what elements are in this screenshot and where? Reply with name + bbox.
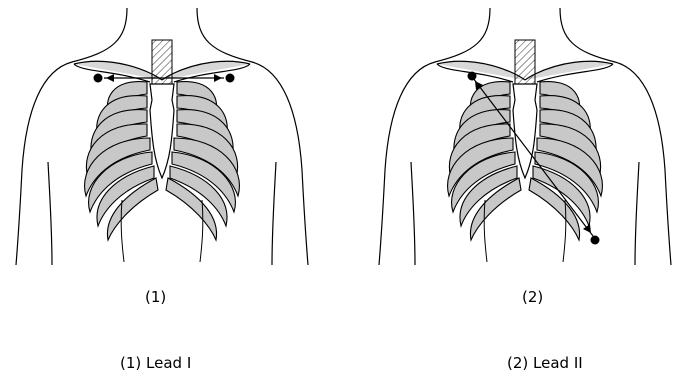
sternum — [513, 84, 537, 178]
figure-number-2: (2) — [522, 288, 543, 306]
lead-ii-diagram — [375, 0, 675, 270]
arrowhead-right — [214, 74, 222, 82]
left-clavicle — [74, 61, 162, 80]
torso-ribcage-lead-ii — [375, 0, 675, 270]
electrode-ll — [591, 236, 600, 245]
electrode-la — [226, 74, 235, 83]
left-clavicle — [437, 61, 525, 80]
spine — [515, 40, 535, 84]
sternum — [150, 84, 174, 178]
lead-i-diagram — [12, 0, 312, 270]
right-clavicle — [162, 61, 250, 80]
figure-number-1: (1) — [145, 288, 166, 306]
caption-lead-ii: (2) Lead II — [507, 354, 583, 372]
caption-lead-i: (1) Lead I — [120, 354, 191, 372]
torso-ribcage-lead-i — [12, 0, 312, 270]
arrowhead-left — [106, 74, 114, 82]
right-clavicle — [525, 61, 613, 80]
electrode-ra — [468, 72, 477, 81]
electrode-ra — [94, 74, 103, 83]
